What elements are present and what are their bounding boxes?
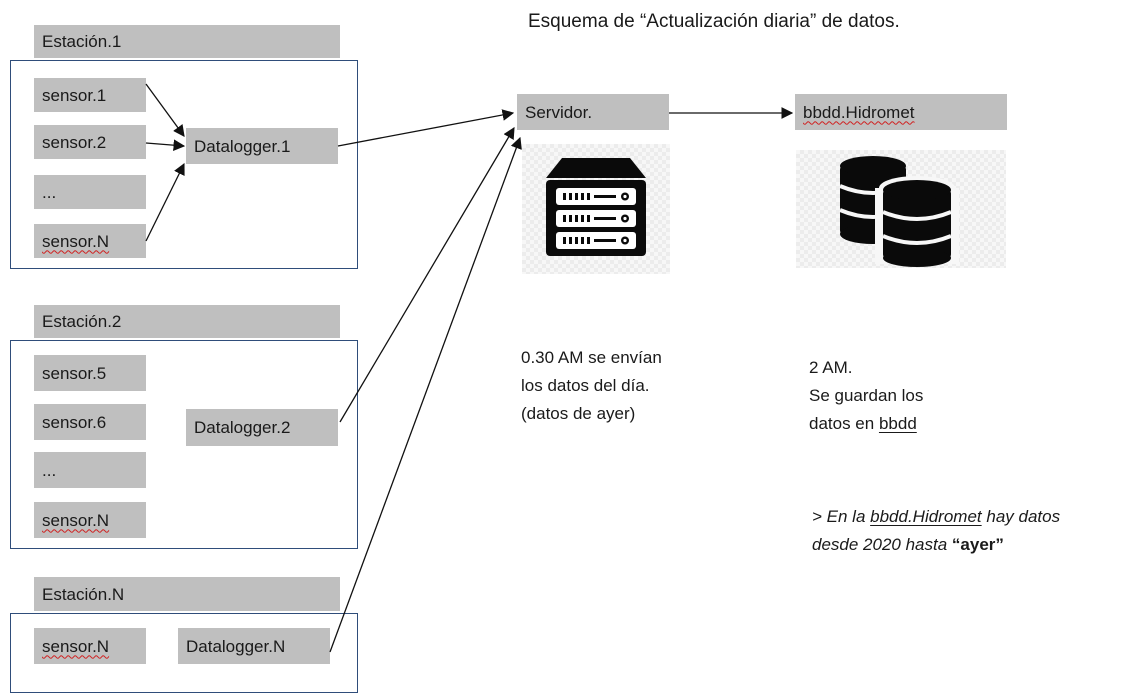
station-1-datalogger: Datalogger.1 bbox=[186, 128, 338, 164]
db-note-bbdd: bbdd bbox=[878, 414, 917, 433]
station-2-sensor-n: sensor.N bbox=[34, 502, 146, 538]
arrow-datalogger2-to-server bbox=[339, 126, 515, 423]
remark-line-2-prefix: desde 2020 hasta bbox=[812, 535, 952, 554]
diagram-title: Esquema de “Actualización diaria” de dat… bbox=[528, 11, 900, 32]
arrow-sensor2-to-datalogger1 bbox=[145, 139, 186, 152]
arrow-sensor1-to-datalogger1 bbox=[145, 83, 185, 137]
database-icon bbox=[839, 156, 959, 267]
remark-line-2: desde 2020 hasta “ayer” bbox=[812, 533, 1004, 557]
server-note-line-1: 0.30 AM se envían bbox=[521, 348, 662, 367]
db-note-line-2: Se guardan los bbox=[809, 386, 924, 405]
station-2-sensor-ellipsis: ... bbox=[34, 452, 146, 488]
station-2-sensor-n-text: sensor.N bbox=[42, 510, 110, 530]
server-label: Servidor. bbox=[517, 94, 669, 130]
station-2-datalogger: Datalogger.2 bbox=[186, 409, 338, 446]
db-note-line-3: datos en bbdd bbox=[809, 412, 917, 436]
station-1-sensor-2: sensor.2 bbox=[34, 125, 146, 159]
database-icon-panel bbox=[796, 150, 1006, 268]
server-note-line-2: los datos del día. bbox=[521, 376, 650, 395]
remark-prefix: > En la bbox=[812, 507, 871, 526]
station-1-sensor-ellipsis: ... bbox=[34, 175, 146, 209]
station-1-sensor-n-text: sensor.N bbox=[42, 231, 110, 251]
station-1-sensor-n: sensor.N bbox=[34, 224, 146, 258]
arrow-dataloggerN-to-server bbox=[329, 136, 522, 653]
station-2-header: Estación.2 bbox=[34, 305, 340, 338]
remark-line-1: > En la bbdd.Hidromet hay datos bbox=[812, 505, 1060, 529]
station-1-header: Estación.1 bbox=[34, 25, 340, 58]
remark-ayer: “ayer” bbox=[951, 535, 1004, 554]
database-label: bbdd.Hidromet bbox=[795, 94, 1007, 130]
server-icon-panel bbox=[522, 144, 670, 274]
station-n-header: Estación.N bbox=[34, 577, 340, 611]
server-rack-icon bbox=[546, 158, 646, 256]
db-note-line-1: 2 AM. bbox=[809, 358, 853, 377]
station-n-datalogger: Datalogger.N bbox=[178, 628, 330, 664]
arrow-sensorN-to-datalogger1 bbox=[145, 162, 185, 242]
remark-suffix: hay datos bbox=[981, 507, 1061, 526]
arrow-datalogger1-to-server bbox=[337, 109, 515, 147]
station-1-box bbox=[10, 60, 358, 269]
remark-bbdd-hidromet: bbdd.Hidromet bbox=[870, 507, 982, 526]
database-label-text: bbdd.Hidromet bbox=[803, 102, 915, 122]
station-2-sensor-5: sensor.5 bbox=[34, 355, 146, 391]
station-2-sensor-6: sensor.6 bbox=[34, 404, 146, 440]
db-note-line-3-prefix: datos en bbox=[809, 414, 879, 433]
station-1-sensor-1: sensor.1 bbox=[34, 78, 146, 112]
station-n-sensor-n: sensor.N bbox=[34, 628, 146, 664]
station-n-sensor-n-text: sensor.N bbox=[42, 636, 110, 656]
station-2-box bbox=[10, 340, 358, 549]
server-note-line-3: (datos de ayer) bbox=[521, 404, 636, 423]
